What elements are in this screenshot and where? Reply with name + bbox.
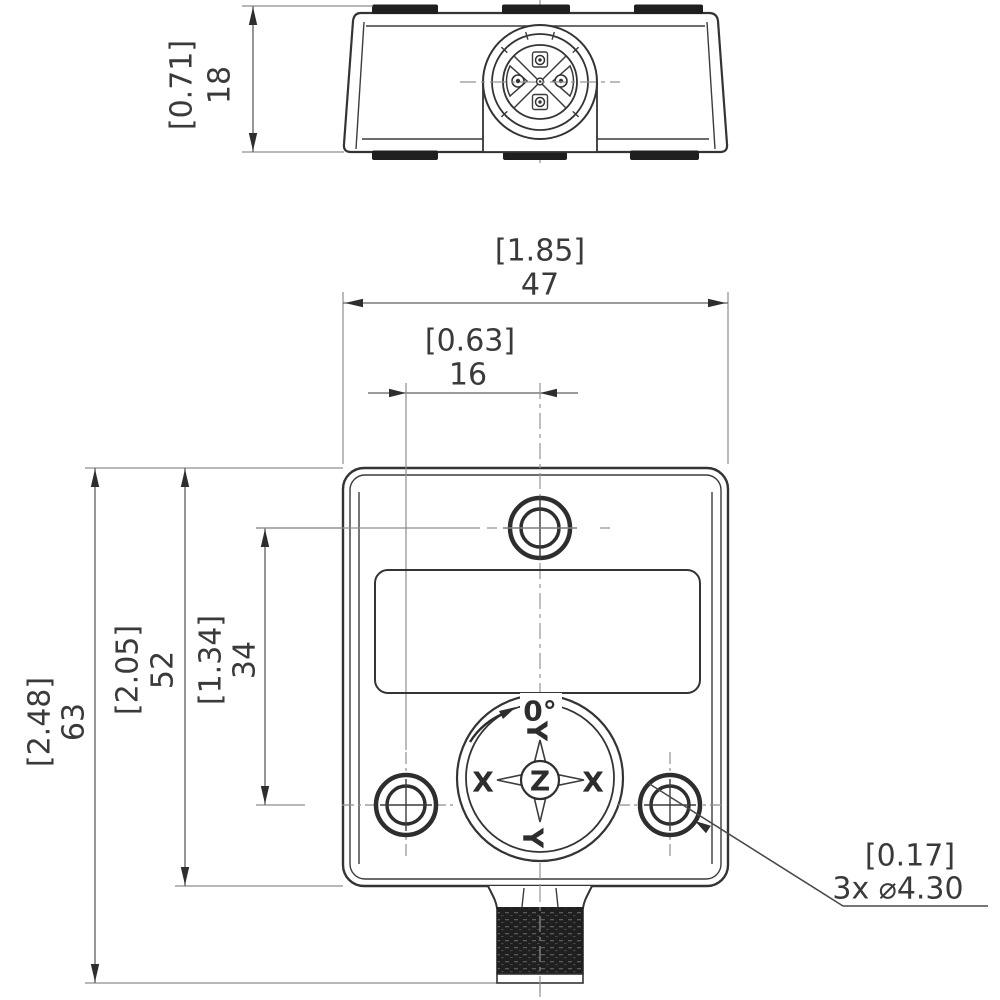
top-view: [0.71] 18 (165, 0, 729, 163)
dimension-top-height: [0.71] 18 (165, 5, 373, 153)
m12-connector-front (487, 885, 593, 997)
mounting-hole-right (618, 752, 724, 858)
mounting-hole-left (342, 752, 455, 858)
dim-width-mm: 47 (521, 268, 559, 303)
dim-mount-hole-inch: [0.17] (865, 839, 955, 874)
rose-z-circle (519, 759, 561, 801)
dim-hole-span-mm: 34 (228, 641, 263, 679)
leader-arrow-head (695, 821, 711, 834)
rotation-arrow-head (499, 707, 516, 719)
rose-y-bottom-label: Y (517, 827, 550, 849)
front-view: 0° Y X X Y Z [0.17] (256, 383, 988, 997)
dim-body-height-mm: 52 (146, 651, 181, 689)
dim-width-inch: [1.85] (495, 234, 585, 269)
rose-text-gap (520, 693, 562, 725)
rose-x-right-label: X (582, 766, 604, 799)
dim-mount-hole-label: 3x ⌀4.30 (832, 872, 963, 907)
m12-connector-top (460, 24, 620, 153)
dim-hole-span-inch: [1.34] (194, 615, 229, 705)
dim-hole-offset-inch: [0.63] (425, 324, 515, 359)
dim-total-height-inch: [2.48] (23, 677, 58, 767)
rose-zero-label: 0° (523, 695, 556, 728)
rose-y-top-label: Y (521, 720, 554, 742)
dimension-width-47: [1.85] 47 (342, 234, 729, 464)
dim-top-height-inch: [0.71] (165, 40, 200, 130)
top-view-edge-line (355, 21, 365, 150)
mounting-hole-top (503, 495, 577, 561)
gasket-strips (372, 4, 703, 160)
dim-hole-offset-mm: 16 (449, 358, 487, 393)
rose-z-label: Z (530, 765, 550, 798)
dimension-hole-offset-16: [0.63] 16 (368, 324, 578, 398)
front-body-inner (349, 474, 722, 880)
dim-total-height-mm: 63 (57, 703, 92, 741)
axis-rose: 0° Y X X Y Z (455, 693, 625, 863)
dim-top-height-mm: 18 (203, 66, 238, 104)
top-view-edge-line (706, 21, 716, 150)
dimension-body-height-52: [2.05] 52 (111, 468, 343, 887)
leader-line (647, 782, 988, 907)
hole-callout: [0.17] 3x ⌀4.30 (647, 782, 988, 907)
rose-x-left-label: X (472, 766, 494, 799)
dimension-hole-span-34: [1.34] 34 (194, 527, 480, 806)
dimension-total-height-63: [2.48] 63 (23, 467, 497, 984)
connector-pins (511, 54, 568, 108)
dim-body-height-inch: [2.05] (111, 625, 146, 715)
connector-notches (500, 31, 580, 118)
